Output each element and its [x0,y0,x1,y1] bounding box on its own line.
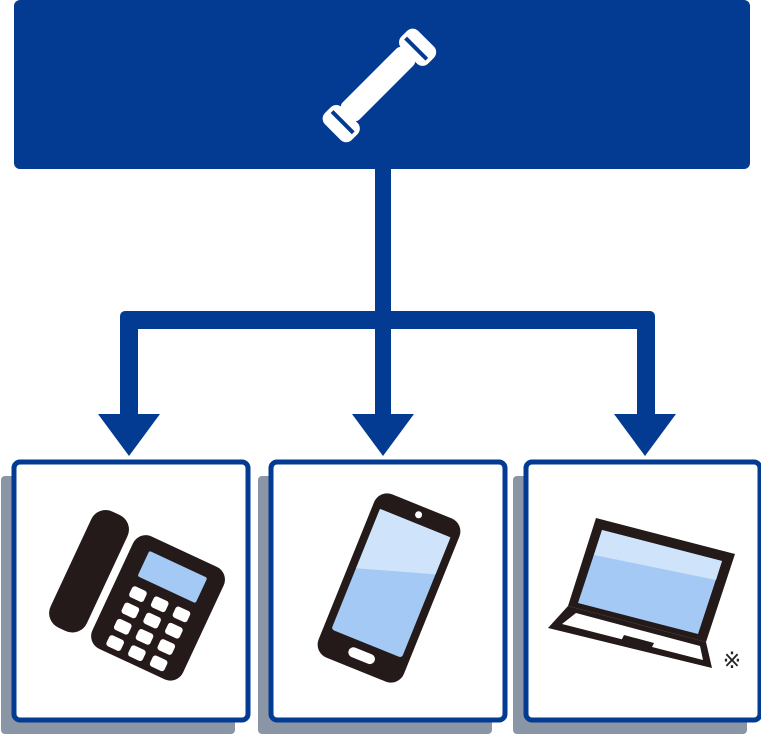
laptop-icon [548,518,735,668]
smartphone-icon [317,493,461,683]
source-box [14,0,750,169]
footnote-mark: ※ [722,649,742,674]
desk-phone-icon [45,506,225,681]
phone-handset-icon [322,28,437,143]
target-card-smartphone [258,459,508,734]
connector-lines [120,166,655,418]
target-card-laptop [513,459,761,734]
arrow-to-laptop [614,414,676,456]
arrow-to-smartphone [352,414,414,456]
arrow-to-desk-phone [98,414,160,456]
target-card-desk-phone [1,459,251,734]
